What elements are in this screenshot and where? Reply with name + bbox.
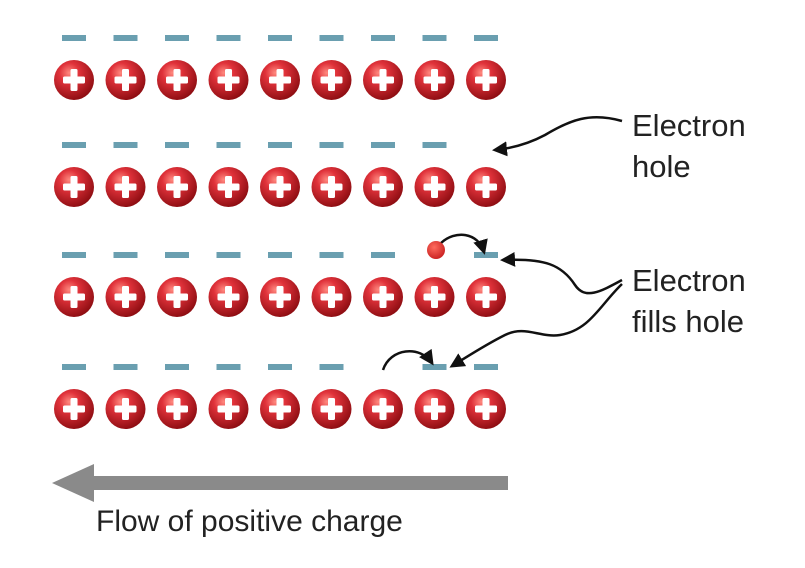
negative-charge-dash <box>319 252 344 258</box>
negative-charge-dash <box>422 142 447 148</box>
lattice-rows <box>54 35 506 429</box>
positive-charge <box>260 389 300 429</box>
negative-charge-dash <box>268 252 292 258</box>
positive-charge <box>260 60 300 100</box>
positive-charge <box>466 277 506 317</box>
electron-hop-arrow-row4 <box>381 348 434 371</box>
negative-charge-dash <box>422 35 447 41</box>
positive-charge <box>466 167 506 207</box>
electron-fills-hole-label-line1: Electron <box>632 263 746 298</box>
positive-charge <box>208 60 249 100</box>
negative-charge-dash <box>268 35 292 41</box>
negative-charge-dash <box>319 35 344 41</box>
positive-charge <box>105 167 146 207</box>
positive-charge <box>414 60 455 100</box>
negative-charge-dash <box>216 35 241 41</box>
positive-charge <box>466 60 506 100</box>
negative-charge-dash <box>62 142 86 148</box>
moving-electron <box>427 241 445 259</box>
positive-charge <box>414 389 455 429</box>
electron-fills-hole-label: Electron fills hole <box>632 260 746 342</box>
negative-charge-dash <box>113 252 138 258</box>
positive-charge <box>54 167 94 207</box>
positive-charge <box>157 60 197 100</box>
electron-hole-label: Electron hole <box>632 105 746 187</box>
positive-charge <box>208 167 249 207</box>
positive-charge <box>363 389 403 429</box>
positive-charge <box>157 389 197 429</box>
negative-charge-dash <box>62 364 86 370</box>
positive-charge <box>311 389 352 429</box>
negative-charge-dash <box>113 35 138 41</box>
negative-charge-dash <box>62 252 86 258</box>
flow-caption: Flow of positive charge <box>96 505 403 538</box>
positive-charge <box>157 277 197 317</box>
positive-charge <box>363 277 403 317</box>
fills-hole-pointer-arrow-lower <box>449 283 623 368</box>
positive-charge <box>311 167 352 207</box>
electron-hole-pointer-arrow <box>492 115 623 157</box>
negative-charge-dash <box>474 252 498 258</box>
positive-charge <box>105 60 146 100</box>
positive-charge <box>208 277 249 317</box>
positive-charge <box>260 167 300 207</box>
positive-charge <box>311 60 352 100</box>
flow-arrow <box>52 464 508 502</box>
negative-charge-dash <box>216 252 241 258</box>
positive-charge <box>54 60 94 100</box>
positive-charge <box>260 277 300 317</box>
negative-charge-dash <box>216 364 241 370</box>
negative-charge-dash <box>268 364 292 370</box>
negative-charge-dash <box>371 142 395 148</box>
negative-charge-dash <box>165 364 189 370</box>
positive-charge <box>54 277 94 317</box>
positive-charge <box>105 389 146 429</box>
electron-fills-hole-label-line2: fills hole <box>632 304 744 339</box>
positive-charge <box>208 389 249 429</box>
negative-charge-dash <box>216 142 241 148</box>
electron-hole-label-line2: hole <box>632 149 691 184</box>
positive-charge <box>157 167 197 207</box>
fills-hole-pointer-arrow-upper <box>500 251 623 295</box>
negative-charge-dash <box>474 35 498 41</box>
positive-charge <box>466 389 506 429</box>
negative-charge-dash <box>62 35 86 41</box>
negative-charge-dash <box>319 364 344 370</box>
negative-charge-dash <box>113 364 138 370</box>
negative-charge-dash <box>165 252 189 258</box>
electron-hop-arrow-row3 <box>440 233 488 255</box>
negative-charge-dash <box>371 35 395 41</box>
positive-charge <box>414 277 455 317</box>
negative-charge-dash <box>319 142 344 148</box>
positive-charge <box>363 167 403 207</box>
positive-charge <box>311 277 352 317</box>
negative-charge-dash <box>474 364 498 370</box>
positive-charge <box>363 60 403 100</box>
negative-charge-dash <box>165 35 189 41</box>
negative-charge-dash <box>113 142 138 148</box>
positive-charge <box>105 277 146 317</box>
electron-hole-label-line1: Electron <box>632 108 746 143</box>
positive-charge <box>414 167 455 207</box>
negative-charge-dash <box>268 142 292 148</box>
negative-charge-dash <box>371 252 395 258</box>
negative-charge-dash <box>165 142 189 148</box>
positive-charge <box>54 389 94 429</box>
negative-charge-dash <box>422 364 447 370</box>
